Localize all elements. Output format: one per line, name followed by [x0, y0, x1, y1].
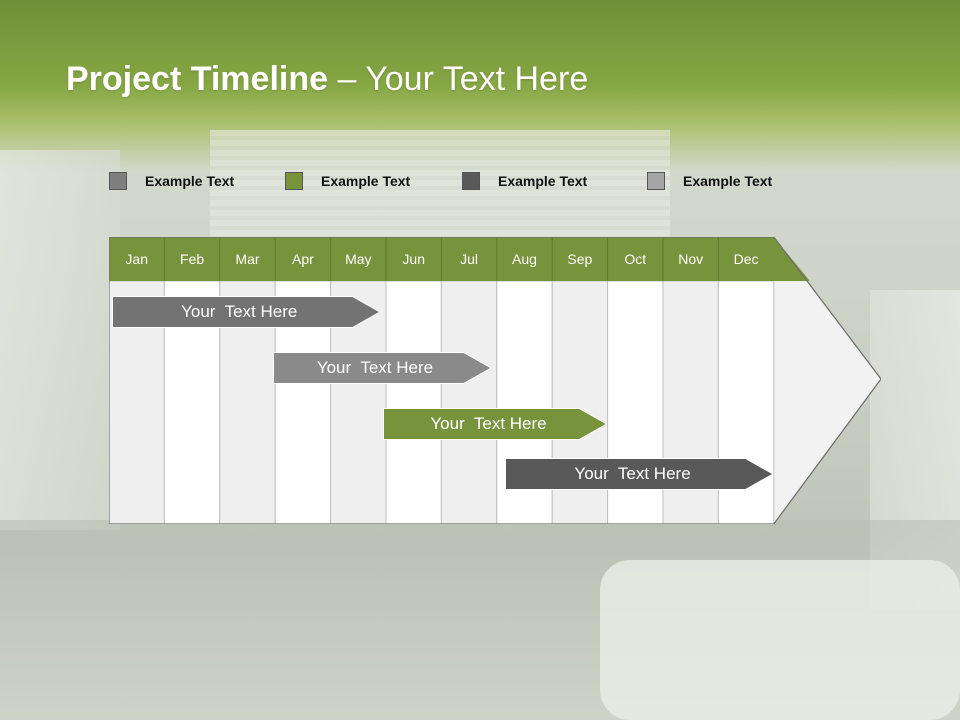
month-label-jan: Jan	[125, 251, 148, 267]
month-label-jul: Jul	[460, 251, 479, 267]
task-bar-shape-4	[505, 458, 774, 490]
task-bar-4: Your Text Here	[505, 458, 774, 490]
month-label-aug: Aug	[512, 251, 537, 267]
task-bar-3: Your Text Here	[383, 408, 608, 440]
legend-label-2: Example Text	[321, 173, 411, 189]
task-bar-shape-1	[112, 296, 381, 328]
slide-title-rest: – Your Text Here	[328, 60, 589, 98]
month-label-apr: Apr	[291, 251, 314, 267]
month-label-may: May	[345, 251, 372, 267]
month-label-sep: Sep	[567, 251, 593, 267]
legend-label-3: Example Text	[498, 173, 588, 189]
slide-title-bold: Project Timeline	[66, 60, 329, 98]
background-cushion	[600, 560, 960, 720]
month-column-jun	[385, 280, 442, 524]
legend-label-4: Example Text	[683, 173, 773, 189]
task-bar-polygon-1	[112, 296, 381, 328]
task-bar-label-4: Your Text Here	[574, 464, 691, 483]
legend-swatch-1	[109, 172, 127, 190]
background-shelf-left	[0, 150, 120, 530]
header-band	[109, 237, 810, 281]
timeline-arrow-outline	[109, 237, 881, 524]
legend-swatch-2	[285, 172, 303, 190]
task-bar-label-3: Your Text Here	[430, 414, 547, 433]
task-bar-shape-2	[272, 352, 492, 384]
legend-swatch-3	[462, 172, 480, 190]
month-label-jun: Jun	[402, 251, 425, 267]
month-label-dec: Dec	[733, 251, 759, 267]
task-bar-polygon-4	[505, 458, 774, 490]
legend-item-2: Example Text	[285, 170, 410, 192]
legend-label-1: Example Text	[145, 173, 235, 189]
legend-swatch-4	[647, 172, 665, 190]
task-bar-label-2: Your Text Here	[316, 358, 434, 377]
legend-item-1: Example Text	[109, 170, 234, 192]
task-bar-polygon-3	[383, 408, 608, 440]
task-bar-2: Your Text Here	[272, 352, 492, 384]
task-bar-label-1: Your Text Here	[181, 302, 298, 321]
month-label-feb: Feb	[180, 251, 205, 267]
month-column-jul	[440, 280, 498, 524]
month-label-nov: Nov	[678, 251, 704, 267]
task-bar-shape-3	[383, 408, 608, 440]
slide-title: Project Timeline – Your Text Here	[66, 60, 588, 99]
month-label-mar: Mar	[235, 251, 260, 267]
month-label-oct: Oct	[624, 251, 647, 267]
task-bar-polygon-2	[272, 352, 492, 384]
task-bar-1: Your Text Here	[112, 296, 381, 328]
legend-item-3: Example Text	[462, 170, 587, 192]
legend-item-4: Example Text	[647, 170, 772, 192]
